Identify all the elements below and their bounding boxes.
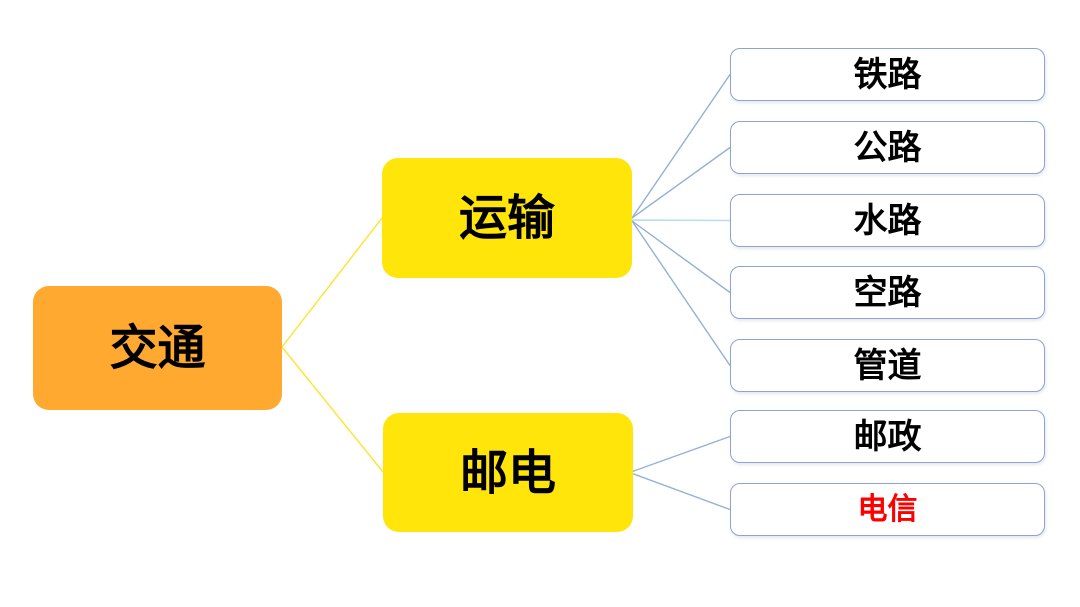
node-transportation: 交通 bbox=[33, 286, 282, 410]
connector-transport-to-highway bbox=[631, 146, 731, 219]
connector-root-to-transport bbox=[281, 217, 383, 348]
node-airway-label: 空路 bbox=[853, 272, 922, 313]
node-transportation-label: 交通 bbox=[109, 320, 206, 376]
node-railway: 铁路 bbox=[730, 48, 1045, 101]
node-waterway: 水路 bbox=[730, 194, 1045, 247]
connector-post-telecom-to-telecom bbox=[630, 472, 731, 511]
node-postal-label: 邮政 bbox=[853, 416, 922, 457]
node-railway-label: 铁路 bbox=[853, 54, 922, 95]
node-pipeline: 管道 bbox=[730, 339, 1045, 392]
node-waterway-label: 水路 bbox=[853, 200, 922, 241]
connector-transport-to-railway bbox=[631, 74, 731, 219]
node-airway: 空路 bbox=[730, 266, 1045, 319]
node-pipeline-label: 管道 bbox=[853, 345, 922, 386]
connector-transport-to-waterway bbox=[631, 219, 731, 222]
connector-root-to-post-telecom bbox=[281, 346, 384, 473]
node-telecom-label: 电信 bbox=[857, 491, 918, 527]
node-highway: 公路 bbox=[730, 121, 1045, 174]
connector-post-telecom-to-postal bbox=[630, 435, 731, 473]
node-highway-label: 公路 bbox=[853, 127, 922, 168]
node-telecom: 电信 bbox=[730, 483, 1045, 536]
connector-transport-to-pipeline bbox=[631, 220, 731, 366]
node-post-telecom-label: 邮电 bbox=[459, 444, 556, 501]
node-transport-label: 运输 bbox=[458, 190, 555, 246]
connector-transport-to-airway bbox=[631, 220, 731, 294]
node-postal: 邮政 bbox=[730, 410, 1045, 463]
node-transport: 运输 bbox=[382, 158, 632, 278]
node-post-telecom: 邮电 bbox=[383, 413, 633, 532]
